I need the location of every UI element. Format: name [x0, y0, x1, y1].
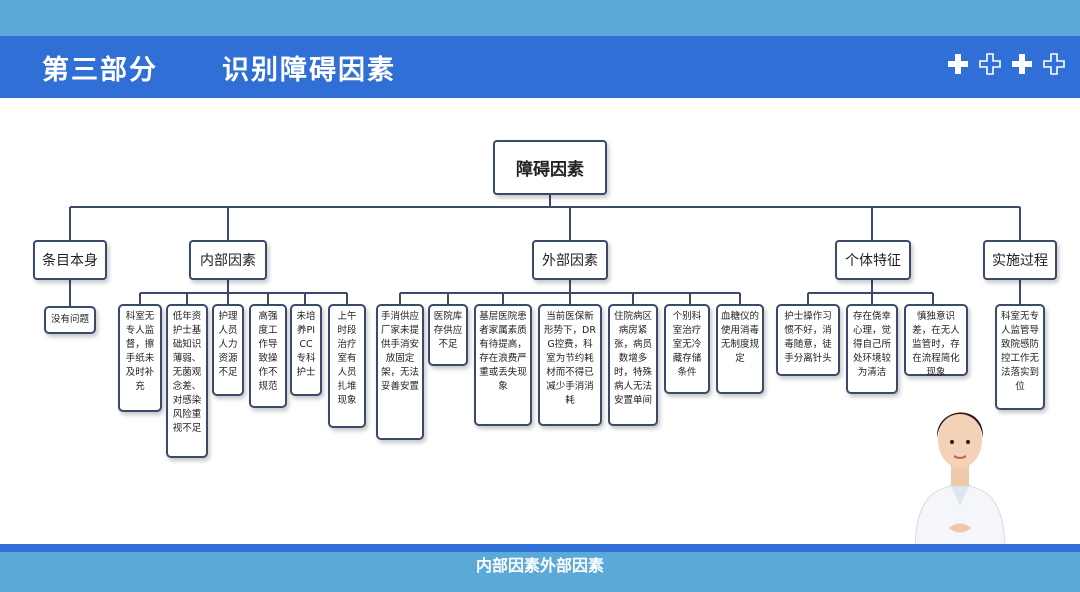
plus-outline-icon	[1042, 52, 1066, 76]
leaf-node: 个别科室治疗室无冷藏存储条件	[664, 304, 710, 394]
root-node: 障碍因素	[493, 140, 607, 195]
leaf-node: 血糖仪的使用消毒无制度规定	[716, 304, 764, 394]
leaf-node: 存在侥幸心理，觉得自己所处环境较为清洁	[846, 304, 898, 394]
category-implementation: 实施过程	[983, 240, 1057, 280]
leaf-node: 上午时段治疗室有人员扎堆现象	[328, 304, 366, 428]
subtitle-caption: 内部因素外部因素	[475, 556, 604, 575]
leaf-node: 住院病区病房紧张，病员数增多时，特殊病人无法安置单间	[608, 304, 658, 426]
leaf-node: 高强度工作导致操作不规范	[249, 304, 287, 408]
presenter-video	[905, 376, 1015, 553]
title-bar	[0, 36, 1080, 98]
category-external: 外部因素	[532, 240, 608, 280]
category-individual: 个体特征	[835, 240, 911, 280]
leaf-node: 医院库存供应不足	[428, 304, 468, 366]
leaf-node: 护理人员人力资源不足	[212, 304, 244, 396]
leaf-node: 慎独意识差，在无人监管时，存在流程简化现象	[904, 304, 968, 378]
leaf-node: 当前医保新形势下，DRG控费，科室为节约耗材而不得已减少手消消耗	[538, 304, 602, 426]
leaf-node: 未培养PICC专科护士	[290, 304, 322, 396]
leaf-node: 科室无专人监管导致院感防控工作无法落实到位	[995, 304, 1045, 410]
leaf-node: 手消供应厂家未提供手消安放固定架，无法妥善安置	[376, 304, 424, 440]
bottom-bar	[0, 544, 1080, 592]
leaf-node: 护士操作习惯不好，消毒随意，徒手分离针头	[776, 304, 840, 376]
section-label: 第三部分	[42, 55, 158, 86]
plus-solid-icon	[1010, 52, 1034, 76]
slide-title: 识别障碍因素	[222, 55, 396, 86]
bottom-accent-line	[0, 544, 1080, 552]
top-strip	[0, 0, 1080, 36]
leaf-node: 没有问题	[44, 306, 96, 334]
leaf-node: 基层医院患者家属素质有待提高，存在浪费严重或丢失现象	[474, 304, 532, 426]
category-internal: 内部因素	[189, 240, 267, 280]
plus-solid-icon	[946, 52, 970, 76]
plus-outline-icon	[978, 52, 1002, 76]
category-item-body: 条目本身	[33, 240, 107, 280]
leaf-node: 低年资护士基础知识薄弱、无菌观念差、对感染风险重视不足	[166, 304, 208, 458]
leaf-node: 科室无专人监督，擦手纸未及时补充	[118, 304, 162, 412]
